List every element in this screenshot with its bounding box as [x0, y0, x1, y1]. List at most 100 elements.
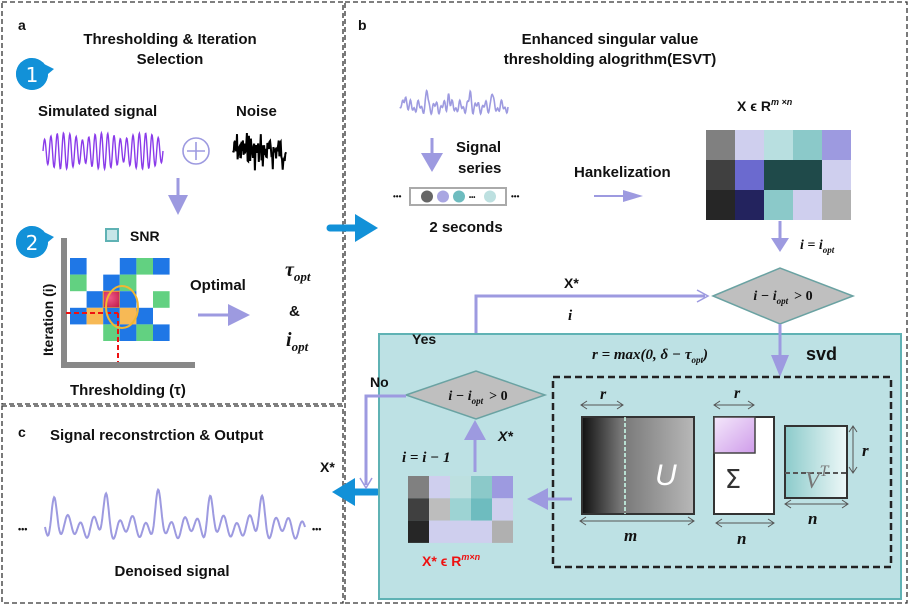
heatmap-cell	[153, 324, 170, 341]
panel-a-title-1: Thresholding & Iteration	[83, 31, 256, 48]
heatmap-cell	[136, 258, 153, 275]
yes-label: Yes	[412, 331, 436, 347]
y-axis-label: Iteration (i)	[40, 284, 56, 356]
noise-wave	[232, 132, 287, 171]
matrix-x	[706, 130, 851, 220]
matrix-cell	[822, 130, 851, 160]
snr-heatmap	[70, 258, 170, 341]
matrix-cell	[822, 160, 851, 190]
arrow-down-signal	[421, 138, 443, 172]
signal-series-label-1: Signal	[456, 139, 501, 156]
heatmap-cell	[119, 274, 137, 292]
simulated-signal-label: Simulated signal	[38, 103, 157, 120]
heatmap-cell	[153, 291, 170, 308]
y-axis-bar	[61, 238, 67, 368]
loop-xstar-label: X*	[564, 275, 579, 291]
arrow-up-from-xstar	[464, 420, 486, 472]
i-minus-1-label: i = i − 1	[402, 450, 450, 466]
heatmap-cell	[103, 274, 120, 292]
matrix-cell	[735, 130, 764, 160]
input-signal-wave	[399, 89, 509, 116]
svg-text:•••: •••	[511, 192, 520, 201]
svg-text:r: r	[862, 441, 869, 460]
svg-text:m: m	[624, 526, 637, 545]
heatmap-cell	[119, 291, 137, 308]
ampersand: &	[289, 303, 300, 320]
matrix-cell	[408, 498, 429, 521]
snr-legend-swatch	[105, 228, 119, 242]
heatmap-cell	[86, 307, 104, 325]
i-eq-iopt-label: i = iopt	[800, 238, 835, 255]
matrix-cell	[706, 190, 735, 220]
matrix-cell	[735, 160, 764, 190]
matrix-cell	[793, 160, 822, 190]
arrow-down-to-svd	[771, 324, 789, 377]
svg-text:i − iopt> 0: i − iopt> 0	[753, 289, 812, 306]
arrow-down-a	[168, 178, 188, 215]
panel-c-title: Signal reconstrction & Output	[50, 427, 263, 444]
panel-b-title-1: Enhanced singular value	[522, 31, 699, 48]
hankelization-label: Hankelization	[574, 164, 671, 181]
heatmap-cell	[119, 258, 137, 275]
heatmap-cell	[136, 324, 153, 341]
u-matrix: r U m	[579, 386, 695, 545]
two-seconds-label: 2 seconds	[429, 219, 502, 236]
matrix-cell	[429, 520, 450, 543]
panel-b-title-2: thresholding alogrithm(ESVT)	[504, 51, 717, 68]
arrow-right-hankel	[594, 190, 643, 202]
svg-text:•••: •••	[469, 195, 475, 201]
svg-text:r: r	[734, 385, 741, 402]
svg-text:VT: VT	[805, 463, 830, 494]
simulated-signal-wave	[42, 130, 164, 172]
panel-a-letter: a	[18, 17, 26, 33]
matrix-cell	[408, 476, 429, 499]
r-formula: r = max(0, δ − τopt)	[592, 347, 708, 365]
x-axis-bar	[61, 362, 195, 368]
x-axis-label: Thresholding (τ)	[70, 382, 186, 399]
panel-a-border	[1, 1, 344, 405]
no-branch-line	[364, 394, 406, 485]
matrix-cell	[492, 476, 513, 499]
svg-text:n: n	[808, 509, 817, 528]
tau-opt: τopt	[285, 259, 311, 284]
loop-back-arrowhead	[696, 289, 710, 303]
heatmap-cell	[70, 307, 87, 325]
condition-diamond-top: i − iopt> 0	[711, 267, 856, 325]
matrix-cell	[793, 190, 822, 220]
heatmap-cell	[86, 291, 104, 308]
svd-decomposition-box	[551, 375, 893, 569]
heatmap-cell	[119, 307, 137, 325]
svg-text:2: 2	[26, 231, 39, 255]
arrow-left-to-xstar	[527, 488, 572, 510]
svg-text:1: 1	[26, 63, 39, 87]
matrix-x-label: X ϵ Rm ×n	[737, 97, 793, 114]
snr-legend-label: SNR	[130, 228, 160, 244]
matrix-cell	[822, 190, 851, 220]
svd-label: svd	[806, 344, 837, 364]
step-2-badge: 2	[16, 226, 54, 258]
dots-right: •••	[312, 524, 321, 534]
denoised-signal-wave	[44, 487, 306, 540]
matrix-cell	[429, 476, 450, 499]
matrix-cell	[706, 160, 735, 190]
panel-c-letter: c	[18, 424, 26, 440]
matrix-cell	[471, 498, 492, 521]
matrix-cell	[793, 130, 822, 160]
blue-arrow-a-to-b	[326, 214, 378, 242]
matrix-cell	[764, 190, 793, 220]
heatmap-cell	[136, 307, 153, 325]
matrix-cell	[764, 160, 793, 190]
blue-arrow-b-to-c	[332, 478, 381, 506]
matrix-cell	[492, 520, 513, 543]
signal-series-label-2: series	[458, 160, 501, 177]
x-star-up-label: X*	[497, 428, 513, 444]
sigma-matrix: r Σ n	[713, 385, 775, 548]
matrix-x-star-label: X* ϵ Rm×n	[422, 552, 481, 569]
matrix-cell	[408, 520, 429, 543]
panel-a-title-2: Selection	[137, 51, 204, 68]
optimal-label: Optimal	[190, 277, 246, 294]
output-xstar-label: X*	[320, 459, 335, 475]
heatmap-cell	[70, 274, 87, 292]
no-label: No	[370, 374, 389, 390]
optimal-highlight-ring	[105, 285, 139, 329]
